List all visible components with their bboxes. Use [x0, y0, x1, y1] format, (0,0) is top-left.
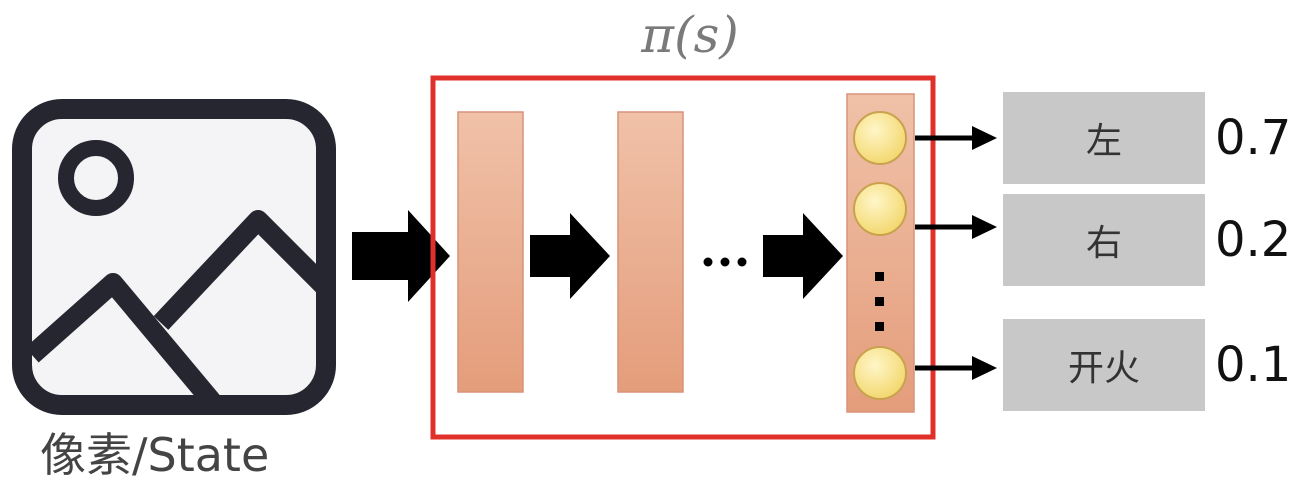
action-label-fire: 开火 [1067, 348, 1140, 389]
action-probability-right: 0.2 [1215, 212, 1292, 268]
output-vertical-ellipsis [875, 272, 884, 331]
output-arrow-2 [915, 215, 997, 239]
output-arrow-1 [915, 126, 997, 150]
policy-box [430, 75, 936, 440]
layer-arrow-2 [763, 213, 843, 299]
layer-ellipsis [703, 257, 747, 267]
action-label-right: 右 [1085, 223, 1122, 264]
action-box-left: 左 [1003, 92, 1205, 184]
hidden-layer-2 [617, 111, 684, 393]
action-box-fire: 开火 [1003, 319, 1205, 411]
input-arrow [352, 210, 450, 302]
action-label-left: 左 [1085, 121, 1122, 162]
action-box-right: 右 [1003, 194, 1205, 286]
action-probability-left: 0.7 [1215, 110, 1292, 166]
state-label: 像素/State [40, 428, 270, 482]
action-probability-fire: 0.1 [1215, 337, 1292, 393]
hidden-layer-1 [457, 111, 524, 393]
output-arrow-3 [915, 356, 997, 380]
image-icon [12, 99, 336, 415]
layer-arrow-1 [530, 213, 610, 299]
policy-title: π(s) [641, 6, 739, 64]
output-node-3 [853, 346, 907, 400]
output-node-2 [853, 182, 907, 236]
output-node-1 [853, 111, 907, 165]
